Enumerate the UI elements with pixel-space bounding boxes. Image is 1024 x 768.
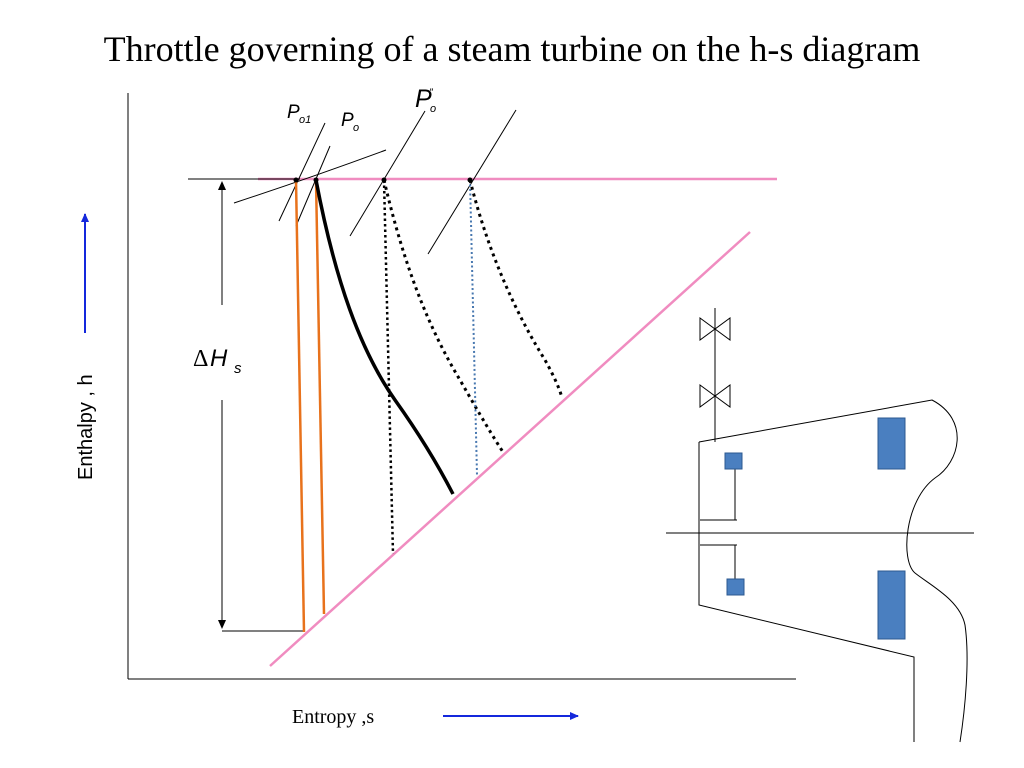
throttle-valve-icon — [699, 308, 731, 442]
label-po: P o — [341, 110, 359, 134]
svg-text:P: P — [287, 102, 300, 123]
svg-text:s: s — [234, 360, 242, 377]
x-axis-label: Entropy ,s — [292, 706, 374, 728]
state-point-1 — [293, 177, 299, 183]
label-po1: P o1 — [287, 102, 311, 126]
dotted-isentropic-1 — [382, 179, 395, 555]
isentropic-line-1 — [294, 179, 306, 633]
svg-text:”: ” — [429, 87, 434, 99]
state-point-3 — [381, 177, 387, 183]
isobar-po — [295, 145, 331, 227]
turbine-section-icon — [666, 399, 974, 743]
actual-expansion-curve — [314, 179, 455, 495]
dotted-isentropic-2 — [469, 179, 478, 476]
dotted-expansion-2 — [468, 179, 564, 399]
isobar-curve — [233, 149, 387, 204]
exhaust-pressure-line — [269, 231, 751, 667]
svg-text:P: P — [341, 110, 354, 131]
isobar-po2-a — [349, 110, 426, 237]
heat-drop-label: Δ H s — [193, 345, 242, 377]
svg-text:o: o — [430, 103, 436, 115]
slide-title: Throttle governing of a steam turbine on… — [103, 29, 921, 69]
svg-text:Δ: Δ — [193, 346, 208, 372]
isentropic-line-2 — [314, 179, 326, 615]
svg-text:o1: o1 — [299, 114, 311, 126]
label-po2: P o ” — [415, 85, 436, 115]
isobar-po1 — [278, 122, 326, 222]
state-point-2 — [313, 177, 319, 183]
svg-text:P: P — [415, 85, 432, 113]
y-axis-label: Enthalpy , h — [75, 374, 97, 480]
svg-text:H: H — [210, 345, 228, 372]
state-point-4 — [467, 177, 473, 183]
dotted-expansion-1 — [382, 179, 505, 453]
svg-text:o: o — [353, 122, 359, 134]
